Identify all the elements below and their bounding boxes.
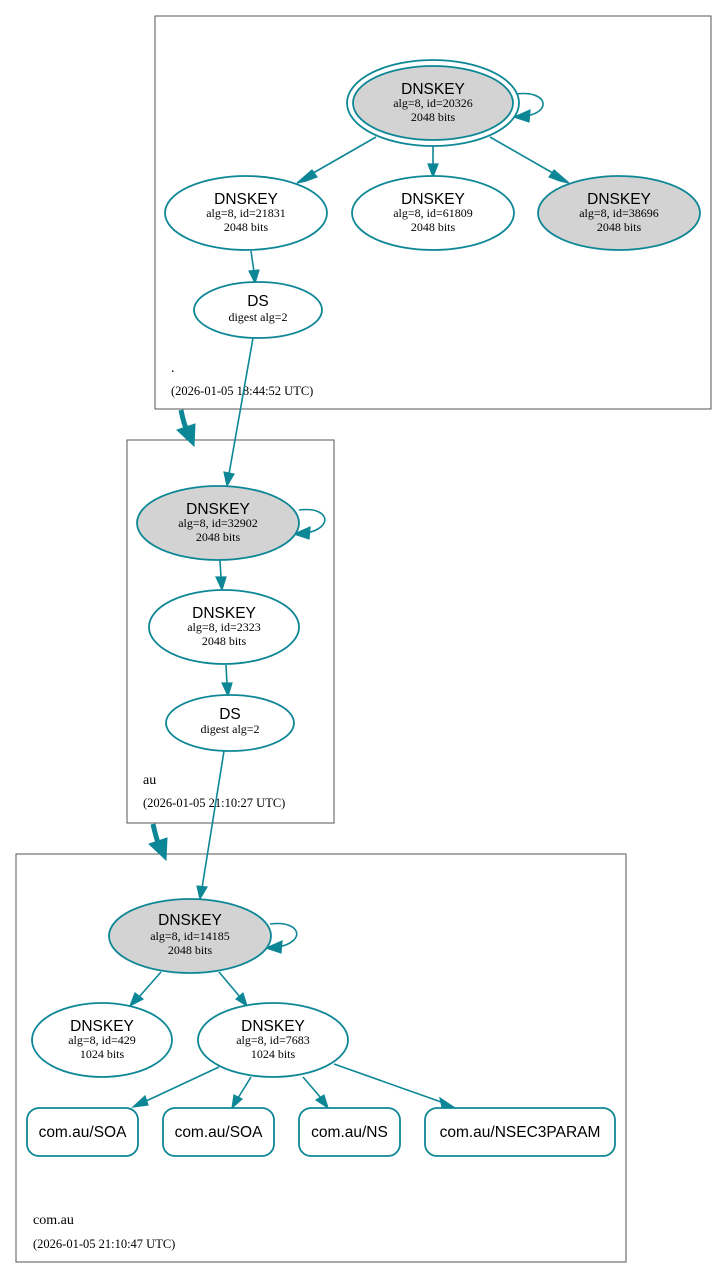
- edge-zsk2-rr-nsec3param: [333, 1063, 445, 1104]
- dnskey-node-root-zsk-21831[interactable]: DNSKEY alg=8, id=21831 2048 bits: [164, 175, 328, 251]
- node-key-id: alg=8, id=21831: [206, 206, 286, 220]
- arrowhead: [427, 163, 439, 179]
- edge-root-zsk1-ds: [250, 250, 255, 273]
- dnskey-node-comau-zsk-7683[interactable]: DNSKEY alg=8, id=7683 1024 bits: [197, 1002, 349, 1078]
- zone-name-comau: com.au: [33, 1213, 74, 1228]
- zone-timestamp-comau: (2026-01-05 21:10:47 UTC): [33, 1237, 175, 1251]
- edge-zsk2-rr-soa2: [237, 1076, 252, 1099]
- node-key-id: alg=8, id=7683: [236, 1033, 310, 1047]
- rrset-node-nsec3param[interactable]: com.au/NSEC3PARAM: [424, 1107, 616, 1157]
- node-key-size: 2048 bits: [411, 110, 456, 124]
- node-key-id: alg=8, id=32902: [178, 516, 258, 530]
- node-key-id: alg=8, id=2323: [187, 620, 261, 634]
- node-title: DNSKEY: [401, 191, 465, 208]
- dnskey-node-root-zsk-38696[interactable]: DNSKEY alg=8, id=38696 2048 bits: [537, 175, 701, 251]
- rrset-label: com.au/SOA: [175, 1124, 264, 1141]
- zone-name-au: au: [143, 773, 156, 788]
- self-loop-root-ksk: [515, 92, 544, 117]
- node-title: DNSKEY: [241, 1018, 305, 1035]
- arrowhead: [128, 992, 145, 1008]
- edge-comau-ksk-zsk1: [138, 971, 162, 998]
- node-title: DNSKEY: [186, 501, 250, 518]
- edge-zsk2-rr-ns: [302, 1076, 322, 1099]
- node-title: DS: [219, 706, 241, 723]
- arrowhead: [548, 169, 570, 184]
- rrset-node-soa-2[interactable]: com.au/SOA: [162, 1107, 275, 1157]
- rrset-node-ns[interactable]: com.au/NS: [298, 1107, 401, 1157]
- node-key-size: 1024 bits: [80, 1047, 125, 1061]
- node-key-id: alg=8, id=61809: [393, 206, 473, 220]
- arrowhead: [296, 169, 318, 184]
- edge-au-zsk-ds: [225, 664, 228, 685]
- node-title: DNSKEY: [70, 1018, 134, 1035]
- node-key-size: 2048 bits: [411, 220, 456, 234]
- ds-node-root[interactable]: DS digest alg=2: [193, 281, 323, 339]
- node-key-id: alg=8, id=429: [68, 1033, 136, 1047]
- dnskey-node-au-zsk-2323[interactable]: DNSKEY alg=8, id=2323 2048 bits: [148, 589, 300, 665]
- node-title: DNSKEY: [214, 191, 278, 208]
- rrset-label: com.au/NSEC3PARAM: [440, 1124, 601, 1141]
- self-loop-au-ksk: [298, 508, 326, 534]
- node-title: DS: [247, 293, 269, 310]
- arrowhead: [248, 269, 260, 285]
- edge-root-ds-au-ksk: [228, 337, 254, 475]
- arrowhead: [231, 1094, 244, 1110]
- self-loop-comau-ksk: [269, 922, 298, 948]
- edge-root-ksk-zsk3: [489, 136, 559, 177]
- edge-zsk2-rr-soa1: [143, 1066, 220, 1103]
- node-key-id: alg=8, id=20326: [393, 96, 473, 110]
- dnskey-node-au-ksk[interactable]: DNSKEY alg=8, id=32902 2048 bits: [136, 485, 300, 561]
- node-title: DNSKEY: [587, 191, 651, 208]
- arrowhead: [196, 885, 208, 901]
- dnskey-node-comau-ksk[interactable]: DNSKEY alg=8, id=14185 2048 bits: [108, 898, 272, 974]
- arrowhead: [292, 526, 311, 540]
- arrowhead: [512, 109, 531, 123]
- node-key-size: 2048 bits: [224, 220, 269, 234]
- arrowhead: [264, 940, 283, 954]
- node-key-size: 2048 bits: [168, 943, 213, 957]
- rrset-label: com.au/NS: [311, 1124, 388, 1141]
- arrowhead: [223, 471, 235, 488]
- arrowhead: [221, 682, 233, 698]
- arrowhead: [314, 1094, 330, 1110]
- dnskey-node-root-zsk-61809[interactable]: DNSKEY alg=8, id=61809 2048 bits: [351, 175, 515, 251]
- node-digest: digest alg=2: [228, 310, 287, 324]
- dnskey-node-comau-zsk-429[interactable]: DNSKEY alg=8, id=429 1024 bits: [31, 1002, 173, 1078]
- arrowhead: [215, 576, 227, 592]
- edge-au-ksk-zsk: [219, 559, 222, 579]
- dnskey-node-root-ksk[interactable]: DNSKEY alg=8, id=20326 2048 bits: [346, 59, 520, 147]
- node-title: DNSKEY: [158, 912, 222, 929]
- node-key-size: 2048 bits: [597, 220, 642, 234]
- ds-node-au[interactable]: DS digest alg=2: [165, 694, 295, 752]
- node-digest: digest alg=2: [200, 722, 259, 736]
- node-key-size: 2048 bits: [196, 530, 241, 544]
- arrowhead: [131, 1094, 149, 1108]
- node-title: DNSKEY: [192, 605, 256, 622]
- zone-name-root: .: [171, 361, 175, 376]
- node-title: DNSKEY: [401, 81, 465, 98]
- node-key-size: 1024 bits: [251, 1047, 296, 1061]
- edge-root-ksk-zsk1: [307, 136, 377, 177]
- rrset-label: com.au/SOA: [39, 1124, 128, 1141]
- zone-timestamp-root: (2026-01-05 18:44:52 UTC): [171, 384, 313, 398]
- node-key-size: 2048 bits: [202, 634, 247, 648]
- arrowhead: [234, 991, 249, 1008]
- delegation-edge-au-comau: [148, 823, 168, 862]
- node-key-id: alg=8, id=14185: [150, 929, 230, 943]
- node-key-id: alg=8, id=38696: [579, 206, 659, 220]
- zone-timestamp-au: (2026-01-05 21:10:27 UTC): [143, 796, 285, 810]
- delegation-edge-root-au: [176, 409, 196, 448]
- rrset-node-soa-1[interactable]: com.au/SOA: [26, 1107, 139, 1157]
- edges: [128, 92, 570, 1110]
- edge-comau-ksk-zsk2: [218, 971, 241, 998]
- edge-au-ds-comau-ksk: [201, 750, 225, 889]
